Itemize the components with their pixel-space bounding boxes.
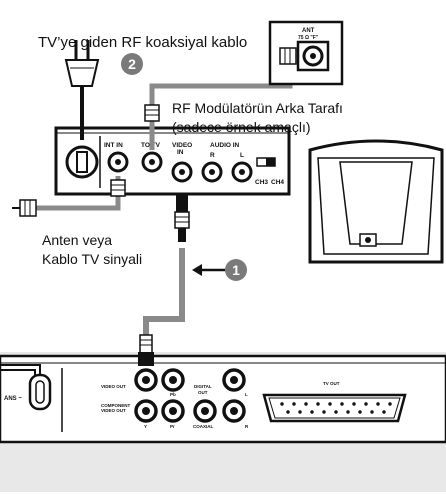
tv-rear-icon xyxy=(308,139,444,264)
player-jacks xyxy=(134,368,246,423)
power-plug-icon xyxy=(64,40,100,140)
antenna-callout-line2: Kablo TV sinyali xyxy=(42,251,143,267)
component-label-line2: VIDEO OUT xyxy=(101,408,126,413)
step1-arrow-head xyxy=(192,264,202,276)
scart-pin xyxy=(358,410,362,414)
audio-l-label: L xyxy=(245,392,248,397)
rf-modulator-callout-line2: (sadece örnek amaçlı) xyxy=(172,119,311,135)
scart-pin xyxy=(328,402,332,406)
step2-number: 2 xyxy=(128,56,136,72)
scart-pin xyxy=(304,402,308,406)
audio-in-r-label: R xyxy=(210,152,215,159)
scart-pin xyxy=(352,402,356,406)
pr-jack-pin xyxy=(169,407,177,415)
scart-connector-icon xyxy=(262,393,407,423)
audio-r-jack-pin xyxy=(230,407,238,415)
channel-switch-knob xyxy=(266,158,275,166)
mains-socket-icon xyxy=(28,373,52,411)
y-label: Y xyxy=(144,424,147,429)
int-in-jack-pin xyxy=(115,159,121,165)
rf-modulator-callout-line1: RF Modülatörün Arka Tarafı xyxy=(172,100,343,116)
scart-pin xyxy=(370,410,374,414)
video-in-label-line2: IN xyxy=(177,149,184,156)
scart-pin xyxy=(310,410,314,414)
pb-jack-pin xyxy=(169,376,177,384)
component-label-line1: COMPONENT xyxy=(101,403,131,408)
scart-pin xyxy=(364,402,368,406)
ant-plug-icon xyxy=(279,47,297,65)
video-out-jack-pin xyxy=(142,376,150,384)
video-in-label-line1: VIDEO xyxy=(172,142,192,149)
audio-l-jack-pin xyxy=(230,376,238,384)
scart-pin xyxy=(340,402,344,406)
to-tv-plug-icon xyxy=(144,104,160,122)
pr-label: Pr xyxy=(170,424,175,429)
digital-out-label-line1: DIGITAL xyxy=(194,384,212,389)
audio-in-label: AUDIO IN xyxy=(210,142,240,149)
step2-badge xyxy=(121,53,143,75)
coaxial-label: COAXIAL xyxy=(193,424,214,429)
audio-r-label: R xyxy=(245,424,249,429)
antenna-signal-plug-icon xyxy=(12,199,37,217)
scart-pin xyxy=(382,410,386,414)
pb-label: Pb xyxy=(170,392,176,397)
scart-pin xyxy=(322,410,326,414)
power-socket-inner xyxy=(76,151,88,173)
scart-pin xyxy=(334,410,338,414)
audio-in-r-jack-pin xyxy=(209,169,215,175)
step1-number: 1 xyxy=(232,262,240,278)
audio-in-l-label: L xyxy=(240,152,244,159)
ch3-label: CH3 xyxy=(255,179,268,186)
y-jack-pin xyxy=(142,407,150,415)
scart-pin xyxy=(388,402,392,406)
scart-pin xyxy=(346,410,350,414)
player-side-plug-icon xyxy=(138,334,154,366)
video-in-jack-pin xyxy=(179,169,185,175)
scart-pin xyxy=(280,402,284,406)
coaxial-jack-pin xyxy=(201,407,209,415)
mains-socket-inner xyxy=(35,380,45,404)
int-in-label: INT IN xyxy=(104,142,123,149)
tv-out-label: TV OUT xyxy=(323,381,340,386)
ch4-label: CH4 xyxy=(271,179,284,186)
scart-pin xyxy=(376,402,380,406)
int-in-plug-icon xyxy=(110,179,126,197)
digital-out-label-line2: OUT xyxy=(198,390,208,395)
tv-cable-callout: TV’ye giden RF koaksiyal kablo xyxy=(38,34,248,51)
antenna-callout-line1: Anten veya xyxy=(42,232,113,248)
ant-label-line1: ANT xyxy=(302,28,315,34)
ant-label-line2: 75 Ω "F" xyxy=(298,35,319,41)
ant-socket-pin xyxy=(310,53,316,59)
to-tv-jack-pin xyxy=(149,159,155,165)
scart-pin xyxy=(298,410,302,414)
mains-label: ANS ~ xyxy=(4,396,22,402)
step1-badge xyxy=(225,259,247,281)
audio-in-l-jack-pin xyxy=(239,169,245,175)
video-out-label: VIDEO OUT xyxy=(101,384,126,389)
scart-pin xyxy=(292,402,296,406)
scart-pin xyxy=(286,410,290,414)
scart-pin xyxy=(316,402,320,406)
